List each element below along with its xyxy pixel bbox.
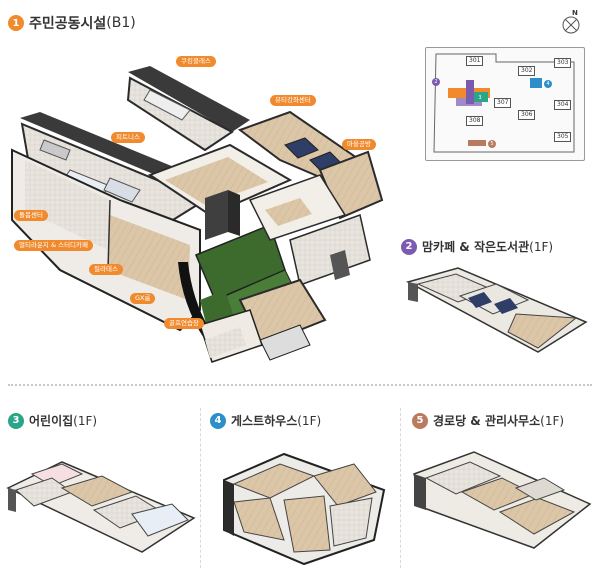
column-divider [400,408,401,568]
section-name: 어린이집 [29,414,74,428]
section-number-badge: 5 [412,412,428,429]
section-floor: (B1) [106,15,136,31]
section-floor: (1F) [297,413,322,428]
minimap-bldg-308: 308 [466,116,484,126]
section-number-badge: 1 [8,15,24,31]
label-fitness: 피트니스 [111,132,145,143]
section-divider [8,384,592,386]
compass-north-label: N [572,9,578,17]
daycare-illustration [6,461,196,553]
minimap-marker-3: 3 [476,94,484,102]
section-title-daycare: 3 어린이집 (1F) [8,412,97,429]
minimap-marker-4: 4 [544,80,552,88]
section-name: 주민공동시설 [29,16,107,32]
section-floor: (1F) [540,413,565,428]
section-floor: (1F) [73,413,98,428]
section-title-seniorcenter-office: 5 경로당 & 관리사무소 (1F) [412,412,564,429]
label-beauty-center: 뷰티강좌센터 [270,95,316,106]
section-number-badge: 3 [8,412,24,429]
section-name: 맘카페 & 작은도서관 [422,240,530,254]
minimap-marker-2: 2 [432,78,440,86]
label-cooking-class: 쿠킹클래스 [176,56,216,67]
section-name: 경로당 & 관리사무소 [433,414,541,428]
minimap-bldg-306: 306 [518,110,536,120]
minimap-bldg-304: 304 [554,100,572,110]
label-craft-workshop: 마을공방 [342,139,376,150]
section-floor: (1F) [529,239,554,254]
site-minimap: 301 302 303 304 305 306 307 308 2 3 4 5 [425,47,585,161]
section-name: 게스트하우스 [231,414,298,428]
label-golf-practice: 골프연습장 [164,318,204,329]
minimap-marker-5: 5 [488,140,496,148]
label-pilates: 필라테스 [89,264,123,275]
seniorcenter-office-illustration [413,451,592,549]
section-title-momcafe-library: 2 맘카페 & 작은도서관 (1F) [401,238,553,255]
section-number-badge: 2 [401,238,417,255]
minimap-bldg-307: 307 [494,98,512,108]
label-gx-room: GX룸 [130,293,156,304]
label-multi-lounge: 멀티라운지 & 스터디카페 [14,240,94,251]
minimap-bldg-301: 301 [466,56,484,66]
minimap-bldg-302: 302 [518,66,536,76]
label-care-center: 돌봄센터 [14,210,48,221]
minimap-bldg-305: 305 [554,132,572,142]
minimap-bldg-303: 303 [554,58,572,68]
section-number-badge: 4 [210,412,226,429]
section-title-guesthouse: 4 게스트하우스 (1F) [210,412,321,429]
momcafe-library-illustration [406,267,588,353]
compass-icon: N [560,9,582,34]
guesthouse-illustration [223,452,386,566]
column-divider [200,408,201,568]
section-title-community: 1 주민공동시설 (B1) [8,13,136,33]
